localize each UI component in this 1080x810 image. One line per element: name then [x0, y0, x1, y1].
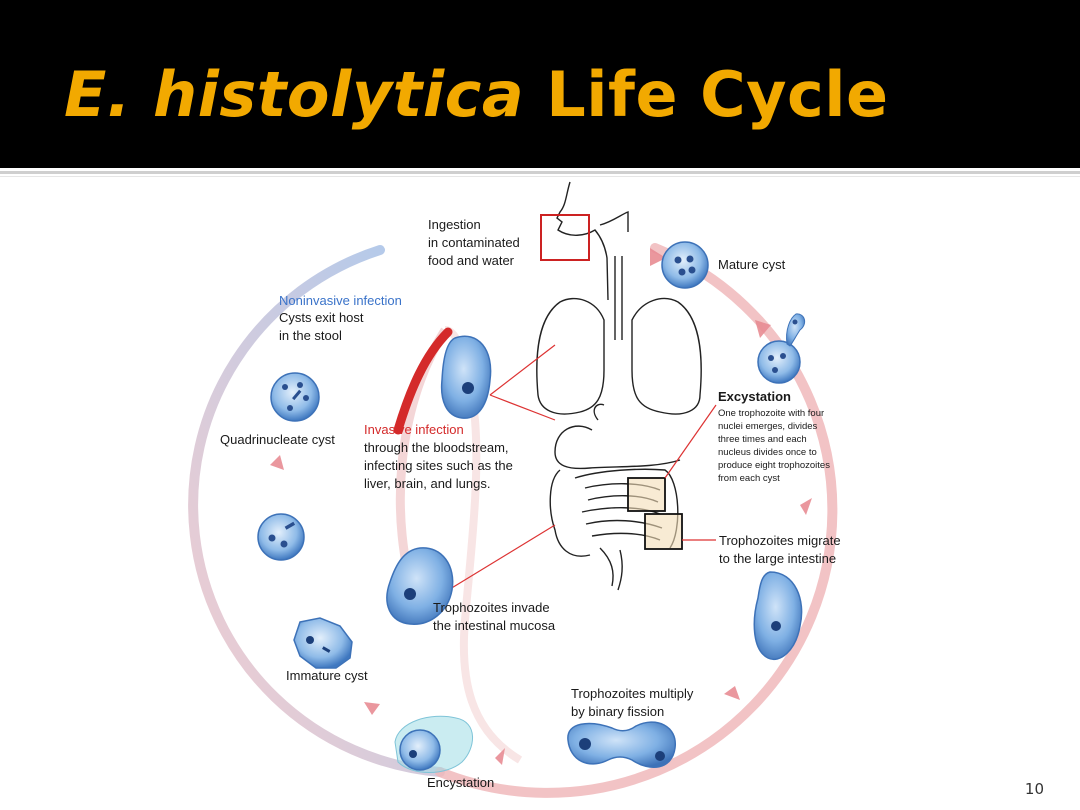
- title-suffix: Life Cycle: [524, 58, 889, 131]
- human-anatomy: [536, 181, 702, 591]
- binary-fission: [567, 721, 676, 768]
- page-number: 10: [1024, 780, 1044, 798]
- binucleate-cyst: [257, 513, 305, 561]
- quadrinucleate-cyst: [270, 372, 320, 422]
- immature-cyst: [293, 617, 353, 669]
- excystation-title: Excystation: [718, 389, 791, 404]
- title-rule: [0, 171, 1080, 174]
- invading-trophozoite: [386, 547, 454, 625]
- invade-label: Trophozoites invade the intestinal mucos…: [433, 600, 556, 633]
- multiply-label: Trophozoites multiply by binary fission: [571, 686, 697, 719]
- noninvasive-body: Cysts exit host in the stool: [279, 310, 367, 343]
- migrate-label: Trophozoites migrate to the large intest…: [719, 533, 844, 566]
- immature-cyst-label: Immature cyst: [286, 668, 368, 683]
- excystation-body: One trophozoite with four nuclei emerges…: [718, 408, 833, 484]
- encystation-cell: [394, 715, 474, 773]
- trophozoite-migrating: [753, 571, 803, 661]
- invasive-arrow: [393, 327, 453, 435]
- slide-title: E. histolytica Life Cycle: [64, 58, 889, 131]
- mouth-highlight: [540, 214, 590, 261]
- small-intestine-box: [627, 477, 666, 512]
- title-species: E. histolytica: [64, 58, 525, 131]
- quadrinucleate-label: Quadrinucleate cyst: [220, 432, 335, 447]
- excysting-cyst: [757, 313, 806, 384]
- noninvasive-title: Noninvasive infection: [279, 293, 402, 308]
- invasive-trophozoite: [440, 335, 492, 419]
- large-intestine-box: [644, 513, 683, 550]
- encystation-label: Encystation: [427, 775, 494, 790]
- mature-cyst: [661, 241, 709, 289]
- cycle-arrowheads: [270, 248, 812, 765]
- title-bar: [0, 0, 1080, 168]
- ingestion-label: Ingestion in contaminated food and water: [428, 217, 523, 268]
- invasive-body: through the bloodstream, infecting sites…: [364, 440, 516, 491]
- mature-cyst-label: Mature cyst: [718, 257, 786, 272]
- invasive-title: Invasive infection: [364, 422, 464, 437]
- title-rule-thin: [0, 176, 1080, 177]
